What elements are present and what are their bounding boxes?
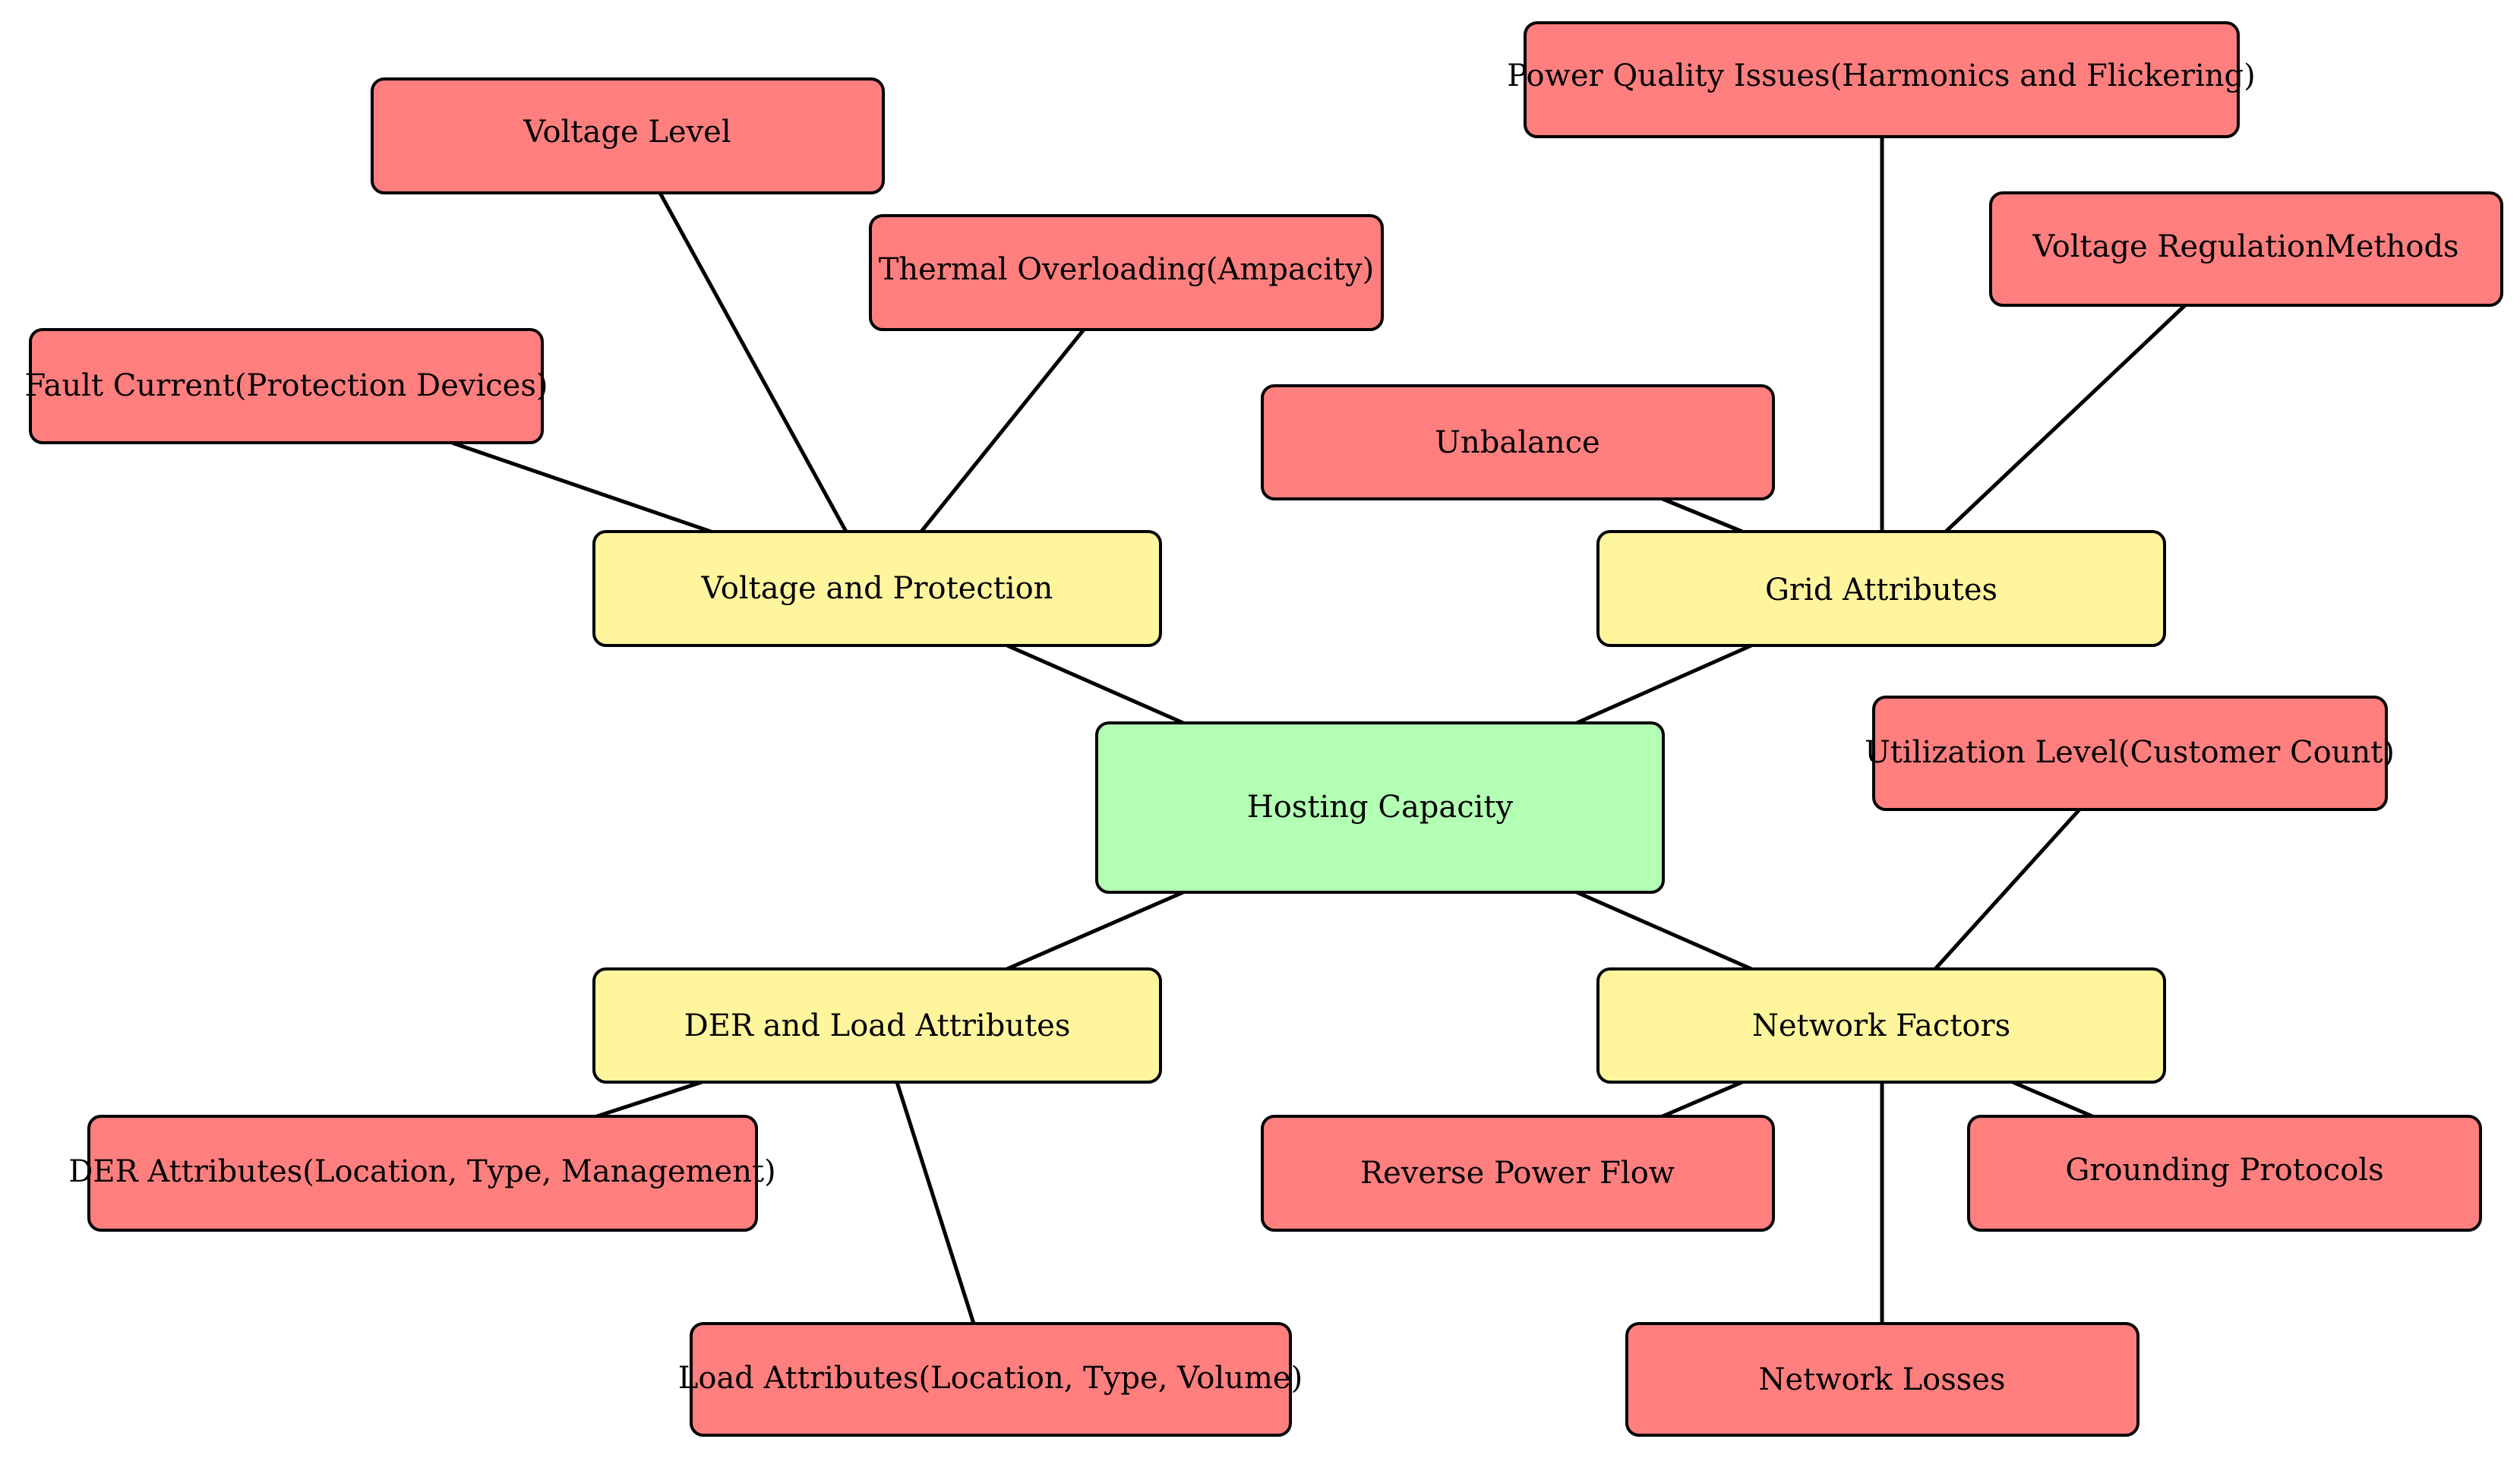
category-network-factors: Network Factors	[1596, 967, 2166, 1084]
factor-label: Power Quality Issues(Harmonics and Flick…	[1507, 58, 2255, 93]
factor-voltage-regulation-methods: Voltage RegulationMethods	[1989, 191, 2503, 307]
category-der-and-load-attributes: DER and Load Attributes	[592, 967, 1162, 1084]
factor-grounding-protocols: Grounding Protocols	[1967, 1115, 2482, 1232]
factor-power-quality-issues: Power Quality Issues(Harmonics and Flick…	[1507, 21, 2256, 138]
factor-box	[1625, 1322, 2139, 1437]
factor-box	[1261, 1115, 1775, 1232]
edge-der-load-load-attributes	[895, 1081, 976, 1324]
category-label: DER and Load Attributes	[684, 1008, 1071, 1043]
factor-box	[1967, 1115, 2482, 1232]
factor-network-losses: Network Losses	[1625, 1322, 2139, 1437]
factor-box	[371, 77, 885, 194]
factor-label: Voltage Level	[523, 115, 731, 150]
category-box	[1596, 967, 2166, 1084]
factor-label: Fault Current(Protection Devices)	[25, 368, 548, 403]
factor-reverse-power-flow: Reverse Power Flow	[1261, 1115, 1775, 1232]
factor-box	[1261, 384, 1775, 500]
edge-voltage-protection-fault-current	[451, 440, 712, 534]
edge-network-factors-reverse-power-flow	[1662, 1080, 1743, 1119]
factor-label: Load Attributes(Location, Type, Volume)	[678, 1361, 1303, 1396]
category-label: Grid Attributes	[1765, 573, 1997, 608]
factor-load-attributes: Load Attributes(Location, Type, Volume)	[678, 1322, 1303, 1437]
factor-fault-current: Fault Current(Protection Devices)	[25, 328, 548, 444]
category-box	[1596, 530, 2166, 647]
factor-thermal-overloading: Thermal Overloading(Ampacity)	[869, 214, 1384, 331]
root-node-hosting-capacity: Hosting Capacity	[1095, 721, 1665, 894]
factor-box	[29, 328, 544, 444]
factor-label: Unbalance	[1435, 425, 1599, 460]
edge-root-voltage-protection	[1006, 643, 1185, 725]
factor-box	[87, 1115, 758, 1232]
edge-voltage-protection-thermal-overloading	[920, 328, 1085, 533]
factor-label: Network Losses	[1758, 1362, 2005, 1397]
edge-der-load-der-attributes	[596, 1080, 703, 1119]
factor-box	[1524, 21, 2240, 138]
factor-label: Utilization Level(Customer Count)	[1865, 735, 2395, 770]
edge-root-der-load	[1006, 890, 1184, 971]
factor-box	[869, 214, 1384, 331]
edge-grid-attributes-unbalance	[1662, 497, 1743, 534]
edges	[451, 137, 2187, 1324]
category-label: Voltage and Protection	[701, 571, 1053, 606]
root-node-box	[1095, 721, 1665, 894]
factor-der-attributes: DER Attributes(Location, Type, Managemen…	[68, 1115, 776, 1232]
factor-box	[690, 1322, 1292, 1437]
category-box	[592, 530, 1162, 647]
edge-voltage-protection-voltage-level	[658, 191, 848, 533]
category-grid-attributes: Grid Attributes	[1596, 530, 2166, 647]
factor-label: Reverse Power Flow	[1360, 1156, 1675, 1191]
factor-box	[1872, 696, 2388, 811]
factor-label: Voltage RegulationMethods	[2032, 229, 2458, 264]
factor-label: Grounding Protocols	[2065, 1153, 2383, 1188]
factor-label: Thermal Overloading(Ampacity)	[879, 252, 1375, 287]
edge-network-factors-utilization-level	[1934, 808, 2081, 970]
category-box	[592, 967, 1162, 1084]
category-label: Network Factors	[1752, 1008, 2010, 1043]
edge-network-factors-grounding-protocols	[2012, 1080, 2093, 1119]
edge-grid-attributes-voltage-regulation	[1944, 304, 2187, 533]
root-node-label: Hosting Capacity	[1247, 790, 1514, 825]
edge-root-network-factors	[1575, 890, 1753, 971]
factor-unbalance: Unbalance	[1261, 384, 1775, 500]
category-voltage-and-protection: Voltage and Protection	[592, 530, 1162, 647]
factor-label: DER Attributes(Location, Type, Managemen…	[68, 1154, 775, 1189]
factor-box	[1989, 191, 2503, 307]
edge-root-grid-attributes	[1575, 643, 1753, 725]
factor-utilization-level: Utilization Level(Customer Count)	[1865, 696, 2395, 811]
factor-voltage-level: Voltage Level	[371, 77, 885, 194]
